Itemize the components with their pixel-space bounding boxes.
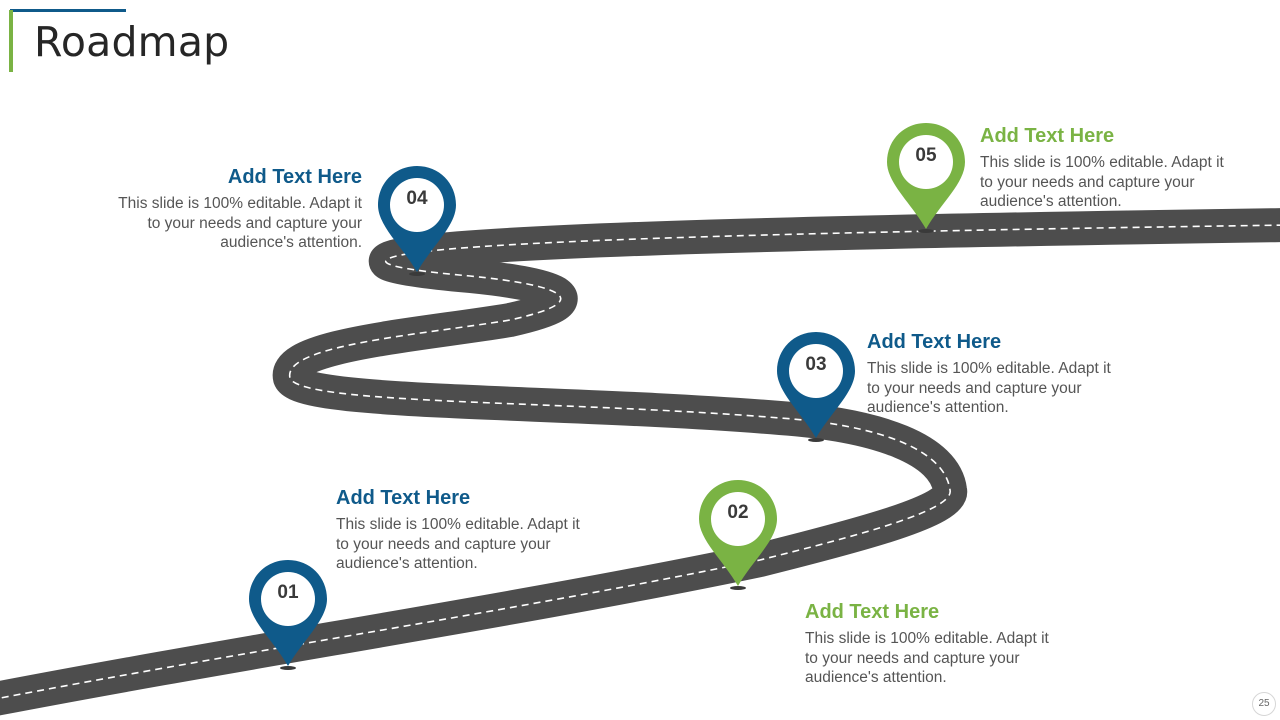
milestone-01-text: Add Text Here This slide is 100% editabl… bbox=[336, 487, 586, 574]
map-pin-icon bbox=[699, 480, 777, 590]
milestone-03-pin: 03 bbox=[775, 330, 857, 442]
map-pin-icon bbox=[378, 166, 456, 276]
milestone-05-body: This slide is 100% editable. Adapt it to… bbox=[980, 154, 1224, 210]
title-accent-line-left bbox=[9, 10, 13, 72]
slide-title: Roadmap bbox=[34, 18, 230, 66]
milestone-04-pin: 04 bbox=[376, 164, 458, 276]
milestone-03-body: This slide is 100% editable. Adapt it to… bbox=[867, 360, 1111, 416]
milestone-02-text: Add Text Here This slide is 100% editabl… bbox=[805, 601, 1055, 688]
milestone-01-number: 01 bbox=[277, 582, 299, 603]
milestone-01-pin: 01 bbox=[247, 558, 329, 670]
milestone-04-body: This slide is 100% editable. Adapt it to… bbox=[118, 195, 362, 251]
milestone-02-body: This slide is 100% editable. Adapt it to… bbox=[805, 630, 1049, 686]
map-pin-icon bbox=[777, 332, 855, 442]
milestone-04-number: 04 bbox=[406, 188, 428, 209]
milestone-02-number: 02 bbox=[727, 502, 749, 523]
milestone-05-number: 05 bbox=[915, 145, 937, 166]
milestone-05-pin: 05 bbox=[885, 121, 967, 233]
milestone-03-text: Add Text Here This slide is 100% editabl… bbox=[867, 331, 1117, 418]
milestone-05-heading: Add Text Here bbox=[980, 125, 1115, 147]
title-accent-line-top bbox=[10, 9, 126, 12]
milestone-03-heading: Add Text Here bbox=[867, 331, 1002, 353]
page-number: 25 bbox=[1252, 692, 1276, 716]
milestone-04-text: Add Text Here This slide is 100% editabl… bbox=[112, 166, 362, 253]
map-pin-icon bbox=[887, 123, 965, 233]
milestone-04-heading: Add Text Here bbox=[227, 166, 362, 188]
milestone-02-pin: 02 bbox=[697, 478, 779, 590]
milestone-01-heading: Add Text Here bbox=[336, 487, 471, 509]
milestone-01-body: This slide is 100% editable. Adapt it to… bbox=[336, 516, 580, 572]
milestone-03-number: 03 bbox=[805, 354, 827, 375]
milestone-02-heading: Add Text Here bbox=[805, 601, 940, 623]
milestone-05-text: Add Text Here This slide is 100% editabl… bbox=[980, 125, 1230, 212]
map-pin-icon bbox=[249, 560, 327, 670]
road-surface bbox=[0, 208, 1280, 716]
road-center-line bbox=[0, 224, 1280, 699]
